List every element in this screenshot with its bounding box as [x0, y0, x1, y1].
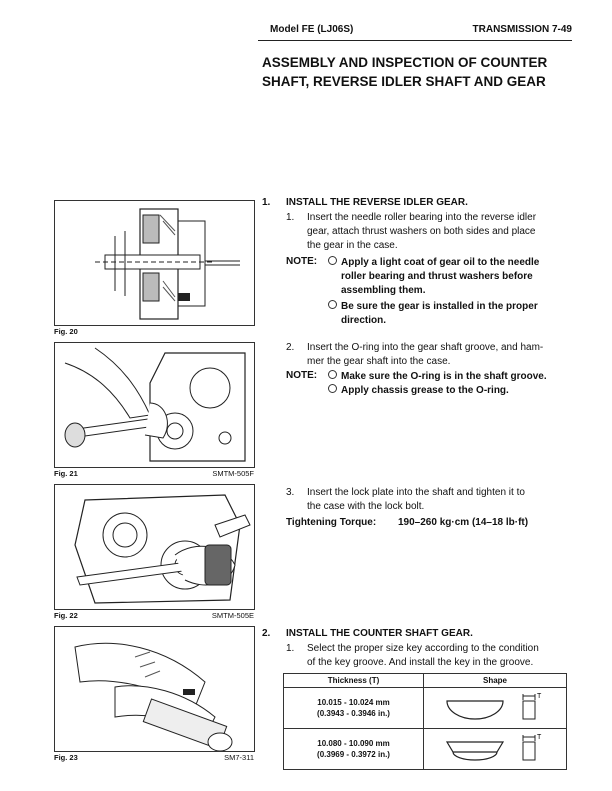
figure-22-illustration [54, 484, 255, 610]
note1-line3: assembling them. [341, 285, 426, 296]
table-header-shape: Shape [423, 673, 567, 688]
note2-line1: Be sure the gear is installed in the pro… [341, 301, 538, 312]
dimension-t-label: T [537, 734, 542, 741]
step3-line1: Insert the lock plate into the shaft and… [307, 487, 525, 498]
note1-line1: Apply a light coat of gear oil to the ne… [341, 257, 540, 268]
thickness-in: (0.3969 - 0.3972 in.) [317, 750, 390, 759]
figure-21-code: SMTM-505F [212, 469, 254, 478]
header-model: Model FE (LJ06S) [270, 24, 354, 35]
page-title-line2: SHAFT, REVERSE IDLER SHAFT AND GEAR [262, 74, 546, 89]
key-thickness-table: Thickness (T) Shape 10.015 - 10.024 mm (… [283, 673, 567, 770]
section1-heading: INSTALL THE REVERSE IDLER GEAR. [286, 197, 468, 208]
section2-step1-number: 1. [286, 643, 295, 654]
section1-number: 1. [262, 197, 271, 208]
figure-23-code: SM7-311 [224, 753, 254, 762]
step2-text: Insert the O-ring into the gear shaft gr… [307, 341, 569, 369]
note-item-2: Be sure the gear is installed in the pro… [328, 300, 538, 314]
step2-line2: mer the gear shaft into the case. [307, 356, 451, 367]
thickness-in: (0.3943 - 0.3946 in.) [317, 709, 390, 718]
step1-line2: gear, attach thrust washers on both side… [307, 226, 536, 237]
circle-bullet-icon [328, 384, 337, 393]
section2-step1-line2: of the key groove. And install the key i… [307, 657, 534, 668]
note-item-3: Make sure the O-ring is in the shaft gro… [328, 370, 547, 384]
key-install-drawing [74, 642, 233, 751]
page-title: ASSEMBLY AND INSPECTION OF COUNTER SHAFT… [262, 53, 582, 91]
thickness-mm: 10.015 - 10.024 mm [317, 698, 390, 707]
step1-line3: the gear in the case. [307, 240, 398, 251]
table-row: 10.015 - 10.024 mm (0.3943 - 0.3946 in.)… [283, 687, 567, 729]
figure-20-label: Fig. 20 [54, 327, 78, 336]
figure-21-illustration [54, 342, 255, 468]
flat-key-shape-icon: T [445, 734, 542, 761]
page-title-line1: ASSEMBLY AND INSPECTION OF COUNTER [262, 55, 548, 70]
section2-step1-text: Select the proper size key according to … [307, 642, 569, 670]
figure-22-code: SMTM-505E [211, 611, 254, 620]
table-row: 10.080 - 10.090 mm (0.3969 - 0.3972 in.)… [283, 728, 567, 770]
woodruff-key-shape-icon: T [446, 693, 542, 720]
note-item-4: Apply chassis grease to the O-ring. [328, 384, 509, 398]
hammer-shaft-drawing [64, 347, 246, 462]
note4-text: Apply chassis grease to the O-ring. [341, 385, 509, 396]
thickness-cell: 10.015 - 10.024 mm (0.3943 - 0.3946 in.) [283, 687, 424, 729]
note1-line2: roller bearing and thrust washers before [341, 271, 533, 282]
circle-bullet-icon [328, 300, 337, 309]
step3-line2: the case with the lock bolt. [307, 501, 425, 512]
gear-cross-section-drawing [95, 208, 240, 320]
figure-23-illustration [54, 626, 255, 752]
section2-heading: INSTALL THE COUNTER SHAFT GEAR. [286, 628, 473, 639]
shape-cell: T [423, 687, 567, 729]
note-item-1: Apply a light coat of gear oil to the ne… [328, 256, 539, 270]
thickness-cell: 10.080 - 10.090 mm (0.3969 - 0.3972 in.) [283, 728, 424, 770]
section2-step1-line1: Select the proper size key according to … [307, 643, 539, 654]
figure-22-label: Fig. 22 [54, 611, 78, 620]
torque-wrench-drawing [74, 494, 251, 604]
figure-23-label: Fig. 23 [54, 753, 78, 762]
dimension-t-label: T [537, 693, 542, 700]
header-rule [258, 40, 572, 41]
step3-number: 3. [286, 487, 295, 498]
figure-21-label: Fig. 21 [54, 469, 78, 478]
shape-cell: T [423, 728, 567, 770]
step2-line1: Insert the O-ring into the gear shaft gr… [307, 342, 544, 353]
figure-20-illustration [54, 200, 255, 326]
step2-number: 2. [286, 342, 295, 353]
note3-text: Make sure the O-ring is in the shaft gro… [341, 371, 547, 382]
section2-number: 2. [262, 628, 271, 639]
table-header-thickness: Thickness (T) [283, 673, 424, 688]
step1-number: 1. [286, 212, 295, 223]
circle-bullet-icon [328, 370, 337, 379]
step1-line1: Insert the needle roller bearing into th… [307, 212, 537, 223]
torque-label: Tightening Torque: [286, 517, 377, 528]
thickness-mm: 10.080 - 10.090 mm [317, 739, 390, 748]
note-label-2: NOTE: [286, 370, 318, 381]
header-page: TRANSMISSION 7-49 [472, 24, 572, 35]
circle-bullet-icon [328, 256, 337, 265]
torque-value: 190–260 kg·cm (14–18 lb·ft) [398, 517, 529, 528]
step3-text: Insert the lock plate into the shaft and… [307, 486, 569, 514]
note-label-1: NOTE: [286, 256, 318, 267]
note2-line2: direction. [341, 315, 387, 326]
step1-text: Insert the needle roller bearing into th… [307, 211, 569, 253]
table-header-row: Thickness (T) Shape [283, 673, 567, 688]
